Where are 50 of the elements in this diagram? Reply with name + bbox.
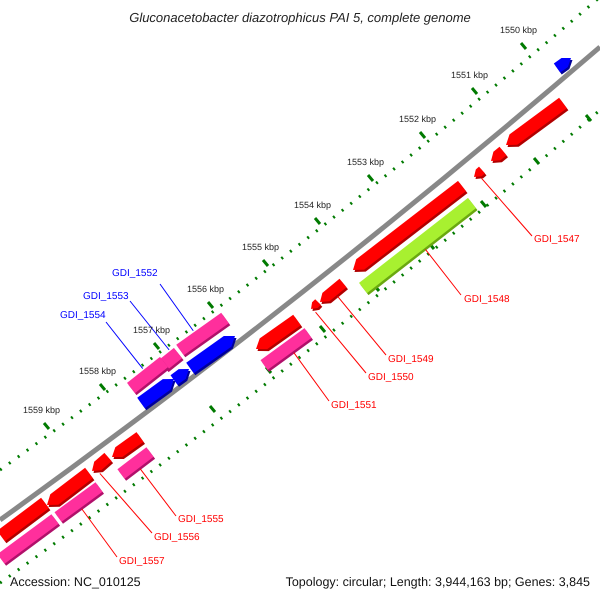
tick-label: 1551 kbp bbox=[451, 70, 488, 81]
leader-line bbox=[160, 284, 194, 332]
gene-label: GDI_1552 bbox=[112, 268, 158, 280]
gene-block bbox=[353, 180, 468, 272]
leader-line bbox=[315, 312, 366, 374]
gene-label: GDI_1555 bbox=[178, 514, 224, 526]
gene-label: GDI_1550 bbox=[368, 372, 414, 384]
leader-line bbox=[99, 472, 152, 534]
gene-block bbox=[320, 278, 348, 304]
tick-label: 1552 kbp bbox=[399, 114, 436, 125]
leader-line bbox=[293, 352, 330, 402]
tick-label: 1553 kbp bbox=[347, 157, 384, 168]
tick-label: 1554 kbp bbox=[294, 200, 332, 211]
gene-block bbox=[474, 166, 486, 179]
leader-line bbox=[140, 468, 176, 516]
tick-label: 1558 kbp bbox=[79, 366, 116, 377]
gene-label: GDI_1554 bbox=[60, 310, 106, 322]
gene-label: GDI_1556 bbox=[154, 532, 200, 544]
leader-line bbox=[337, 296, 386, 356]
gene-label: GDI_1548 bbox=[464, 294, 510, 306]
gene-block bbox=[170, 369, 190, 387]
accession-note: Accession: NC_010125 bbox=[10, 574, 141, 590]
tick-label: 1550 kbp bbox=[500, 25, 538, 36]
gene-block bbox=[186, 336, 236, 376]
gene-block bbox=[112, 432, 145, 459]
gene-block bbox=[554, 58, 572, 74]
gene-label: GDI_1549 bbox=[388, 354, 434, 366]
gene-label: GDI_1557 bbox=[119, 556, 165, 568]
gene-block bbox=[311, 299, 322, 311]
gene-label: GDI_1551 bbox=[331, 400, 377, 412]
tick-label: 1557 kbp bbox=[133, 325, 170, 336]
gene-block bbox=[47, 468, 94, 507]
tick-label: 1559 kbp bbox=[23, 405, 60, 416]
gene-block bbox=[506, 98, 568, 147]
leader-line bbox=[106, 322, 144, 370]
feature-bar bbox=[0, 514, 60, 566]
gene-label: GDI_1547 bbox=[534, 234, 580, 246]
gene-block bbox=[491, 146, 508, 163]
gene-block bbox=[137, 379, 176, 410]
gene-block bbox=[92, 452, 114, 473]
leader-line bbox=[130, 300, 170, 350]
genome-info-note: Topology: circular; Length: 3,944,163 bp; Genes: 3,845 bbox=[286, 574, 590, 590]
gene-block bbox=[256, 314, 302, 352]
tick-label: 1556 kbp bbox=[187, 284, 224, 295]
leader-line bbox=[81, 508, 118, 558]
map-title: Gluconacetobacter diazotrophicus PAI 5, complete genome bbox=[128, 9, 472, 27]
leader-line bbox=[481, 178, 532, 236]
leader-line bbox=[424, 248, 462, 296]
gene-label: GDI_1553 bbox=[83, 291, 129, 303]
tick-label: 1555 kbp bbox=[242, 242, 280, 253]
